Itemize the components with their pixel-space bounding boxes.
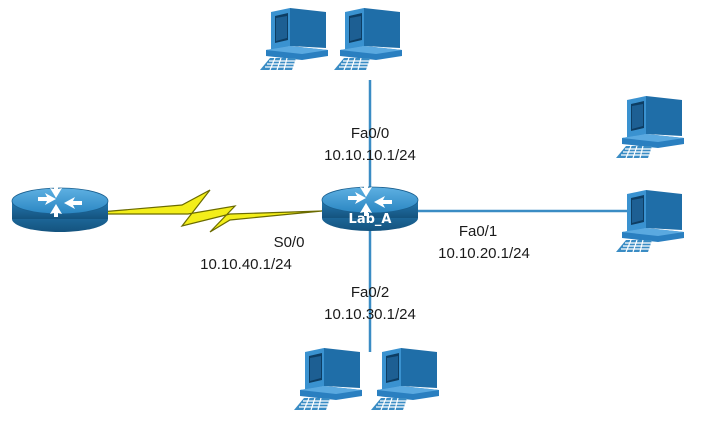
s0-0-ip: 10.10.40.1/24 <box>200 256 292 273</box>
fa0-2-ip: 10.10.30.1/24 <box>324 306 416 323</box>
fa0-0-name: Fa0/0 <box>351 125 389 142</box>
router-name-lab-a: Lab_A <box>349 212 392 227</box>
computer-icon-right-1[interactable] <box>615 95 685 159</box>
fa0-1-name: Fa0/1 <box>459 223 497 240</box>
fa0-2-name: Fa0/2 <box>351 284 389 301</box>
computer-icon-top-1[interactable] <box>259 7 329 71</box>
fa0-1-ip: 10.10.20.1/24 <box>438 245 530 262</box>
computer-icon-right-2[interactable] <box>615 189 685 253</box>
router-icon-left[interactable] <box>11 184 109 233</box>
s0-0-name: S0/0 <box>274 234 305 251</box>
computer-icon-bottom-1[interactable] <box>293 347 363 411</box>
computer-icon-top-2[interactable] <box>333 7 403 71</box>
computer-icon-bottom-2[interactable] <box>370 347 440 411</box>
fa0-0-ip: 10.10.10.1/24 <box>324 147 416 164</box>
serial-link-icon <box>99 189 323 233</box>
